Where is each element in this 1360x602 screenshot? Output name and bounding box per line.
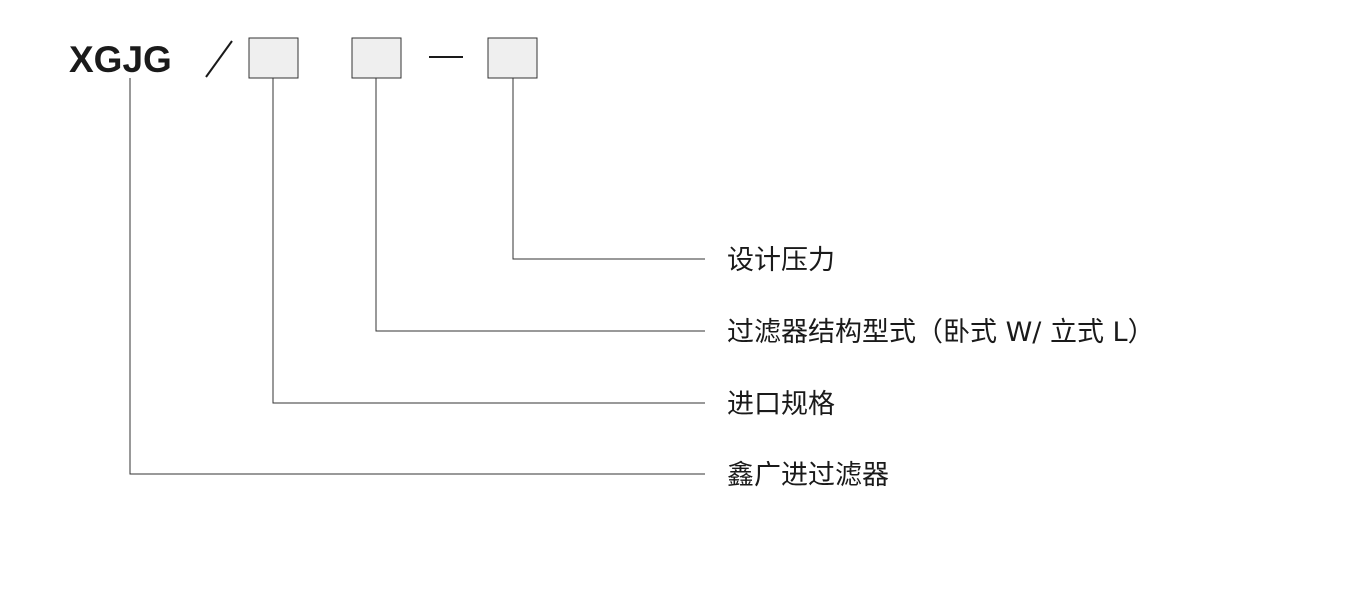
leader-line-design-pressure (512, 78, 705, 260)
label-product-name: 鑫广进过滤器 (727, 460, 889, 491)
code-box-inlet-size (248, 37, 299, 79)
separator-slash (205, 40, 233, 78)
label-structure-type: 过滤器结构型式（卧式 W/ 立式 L） (727, 317, 1155, 348)
model-prefix: XGJG (69, 39, 172, 80)
label-design-pressure: 设计压力 (727, 245, 835, 276)
leader-line-structure-type (375, 78, 705, 332)
code-box-structure-type (351, 37, 402, 79)
label-inlet-size: 进口规格 (727, 389, 835, 420)
leader-line-inlet-size (272, 78, 705, 404)
code-box-design-pressure (487, 37, 538, 79)
leader-line-product-name (129, 78, 705, 475)
